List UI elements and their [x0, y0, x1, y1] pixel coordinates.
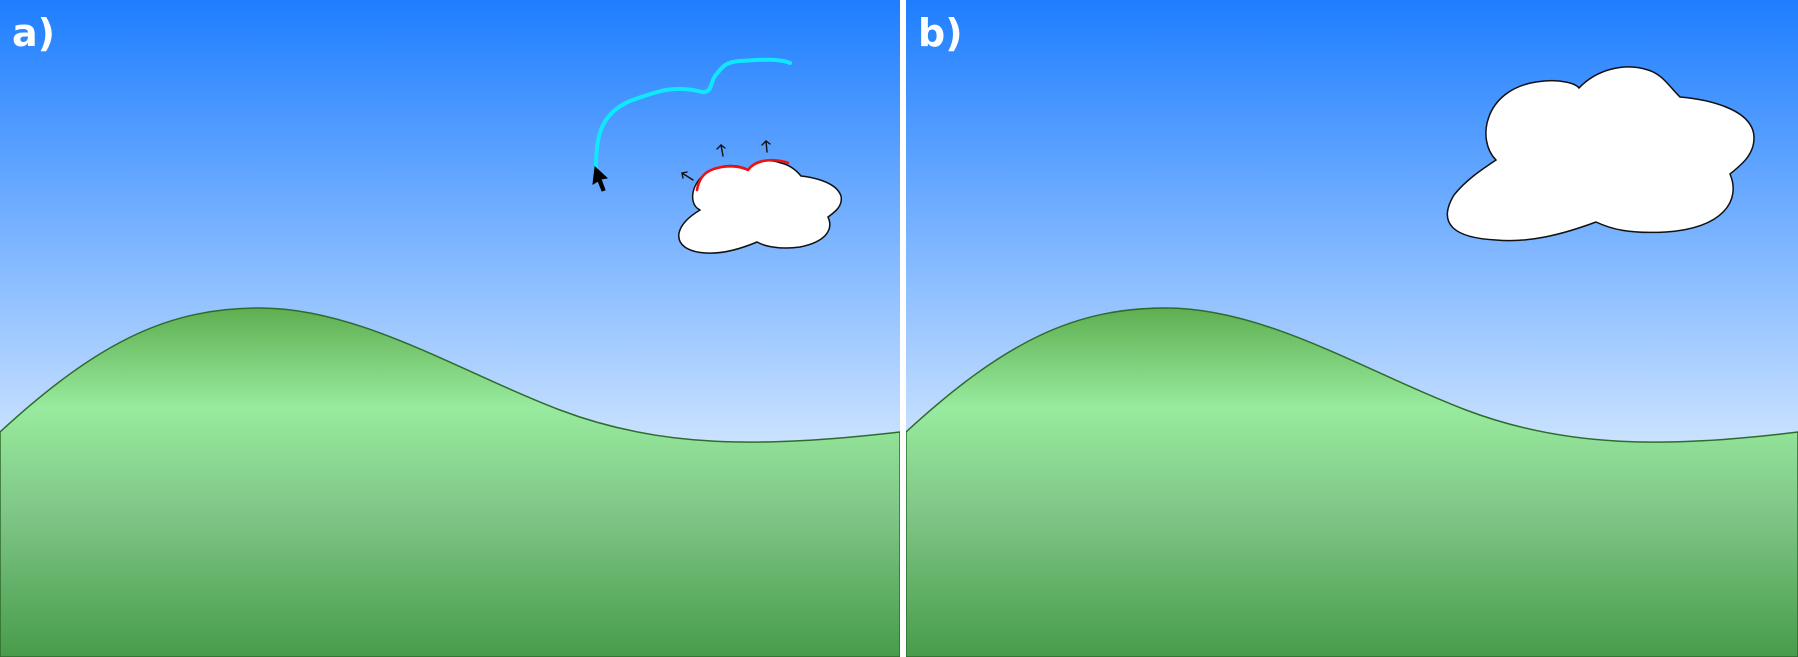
expand-arrow-icon [716, 144, 726, 157]
selected-edge [695, 158, 790, 192]
panel-a-canvas [0, 0, 900, 657]
hill [906, 307, 1798, 657]
panel-b: b) [906, 0, 1798, 657]
panel-b-canvas [906, 0, 1798, 657]
panel-divider [900, 0, 906, 657]
panel-label-b: b) [918, 11, 963, 55]
hill [0, 307, 900, 657]
cloud-large [1446, 66, 1755, 242]
expand-arrow-icon [681, 171, 694, 181]
mouse-pointer-icon [592, 165, 609, 192]
panel-a: a) [0, 0, 900, 657]
panel-label-a: a) [12, 11, 56, 55]
expand-arrow-icon [761, 140, 771, 153]
gesture-stroke [594, 57, 792, 174]
